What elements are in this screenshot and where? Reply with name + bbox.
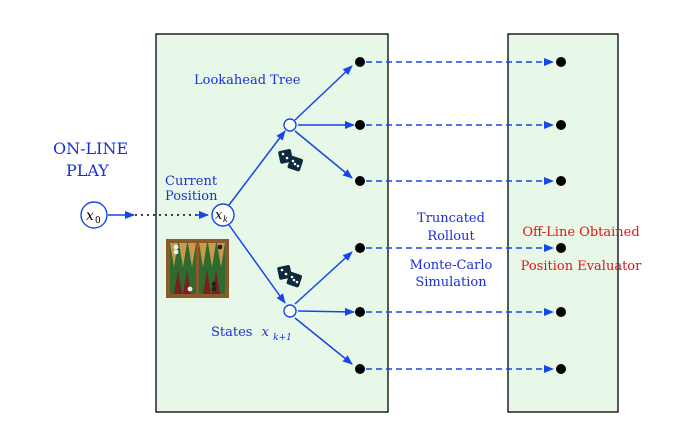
state-node-lower — [283, 304, 297, 318]
edge-xk-lower — [228, 224, 286, 304]
leaf-node-3 — [355, 176, 365, 186]
states-subscript: k+1 — [273, 333, 292, 343]
lookahead-tree-label: Lookahead Tree — [194, 73, 301, 88]
offline-panel — [507, 33, 619, 413]
leaf-node-4 — [355, 243, 365, 253]
truncated-rollout-line2: Rollout — [427, 229, 475, 244]
x0-label: x — [86, 208, 94, 224]
edge-lower-1 — [294, 251, 353, 305]
evaluator-node-2 — [556, 120, 566, 130]
offline-evaluator-line2: Position Evaluator — [521, 259, 643, 274]
current-position-line1: Current — [165, 174, 218, 189]
evaluator-node-1 — [556, 57, 566, 67]
edge-lower-2 — [297, 307, 355, 316]
leaf-node-6 — [355, 364, 365, 374]
states-text: States — [211, 325, 252, 340]
state-node-upper — [283, 118, 297, 132]
current-position-line2: Position — [165, 189, 218, 204]
evaluator-nodes — [556, 57, 566, 374]
dice-icon — [277, 265, 302, 288]
states-variable: x — [262, 325, 270, 340]
online-label-line1: ON-LINE — [53, 139, 128, 158]
edge-upper-1 — [294, 65, 353, 121]
xk-subscript: k — [223, 215, 228, 224]
offline-evaluator-line1: Off-Line Obtained — [522, 225, 639, 240]
states-label: States x k+1 — [211, 325, 292, 343]
x0-subscript: 0 — [95, 216, 101, 226]
tree-edges — [108, 65, 355, 365]
leaf-node-2 — [355, 120, 365, 130]
leaf-node-1 — [355, 57, 365, 67]
lookahead-panel — [155, 33, 389, 413]
xk-label: x — [215, 208, 223, 223]
dice-icon — [278, 149, 303, 172]
leaf-nodes — [355, 57, 365, 374]
evaluator-node-3 — [556, 176, 566, 186]
truncated-rollout-line1: Truncated — [417, 211, 485, 226]
evaluator-node-6 — [556, 364, 566, 374]
edge-upper-3 — [294, 130, 353, 179]
edge-xk-upper — [228, 130, 286, 206]
monte-carlo-line1: Monte-Carlo — [410, 258, 493, 273]
leaf-node-5 — [355, 307, 365, 317]
rollout-arrows — [366, 58, 554, 373]
edge-lower-3 — [294, 317, 353, 365]
evaluator-node-4 — [556, 243, 566, 253]
evaluator-node-5 — [556, 307, 566, 317]
xk-node: x k — [211, 203, 235, 227]
backgammon-board-icon — [166, 239, 229, 298]
monte-carlo-line2: Simulation — [415, 275, 487, 290]
x0-node: x 0 — [80, 201, 108, 229]
online-label-line2: PLAY — [66, 161, 109, 180]
